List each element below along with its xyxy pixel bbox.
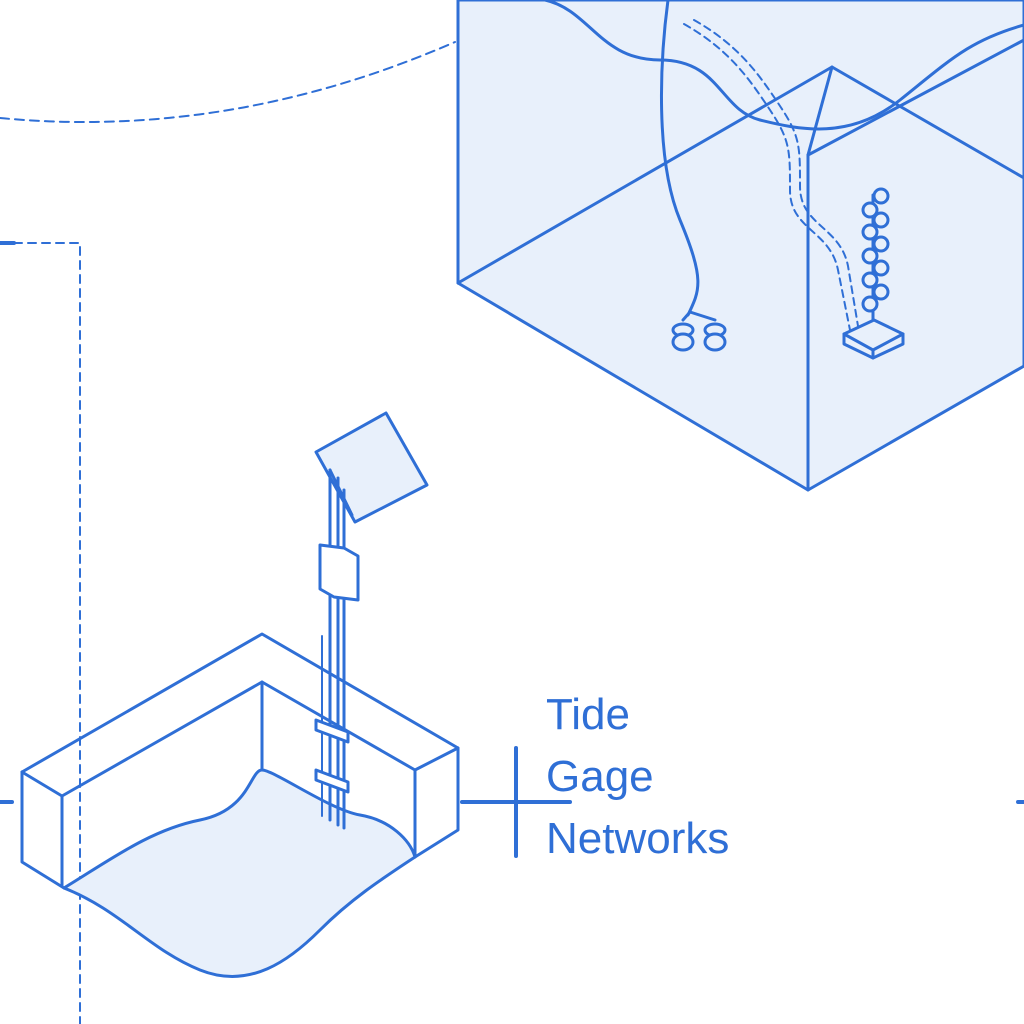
ocean-volume-box (456, 0, 1024, 492)
label-line-2: Gage (546, 752, 654, 801)
label-line-1: Tide (546, 690, 630, 739)
mooring-buoy-string-icon (842, 187, 905, 360)
control-box (318, 543, 360, 602)
dashed-connector-arc (0, 41, 456, 124)
dashed-pipe (683, 23, 851, 331)
underwater-sensor-icon (671, 310, 727, 352)
dashed-connector-frame (0, 242, 81, 1024)
tide-gage-networks-label: Tide Gage Networks (546, 684, 729, 870)
sensor-cable (659, 0, 700, 317)
water-surface-line (543, 0, 1024, 131)
tide-gage-station-icon (314, 411, 429, 830)
solar-panel-icon (314, 411, 429, 524)
tide-basin-block (20, 632, 460, 978)
basin-water (62, 768, 417, 978)
label-line-3: Networks (546, 814, 730, 863)
label-crosshair (460, 746, 572, 858)
